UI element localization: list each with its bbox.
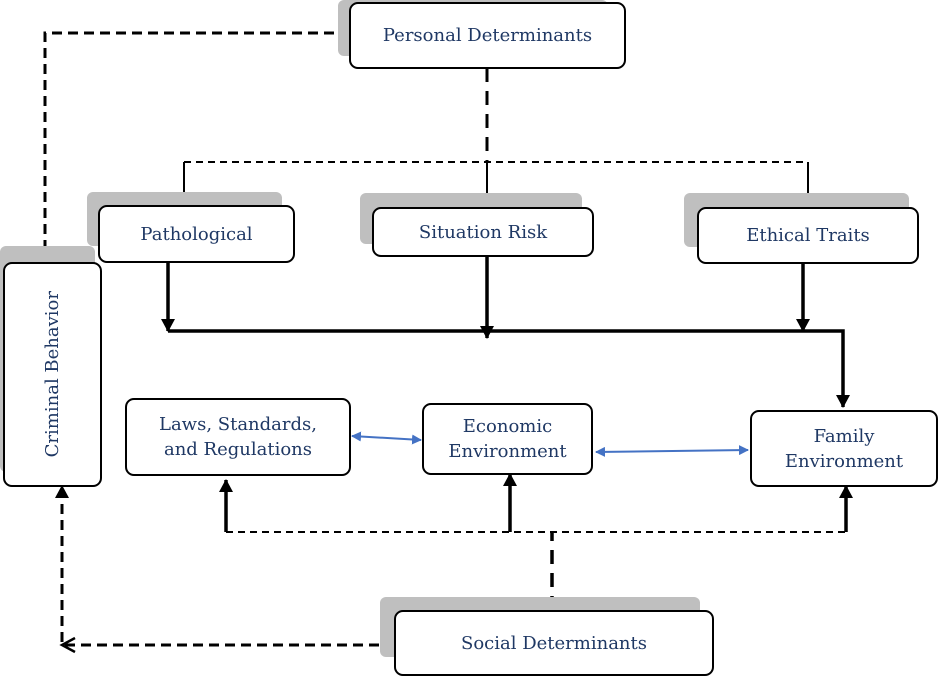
pathological-box: Pathological — [98, 205, 295, 263]
social-to-criminal-tip — [59, 636, 76, 654]
ethical-traits-label: Ethical Traits — [746, 225, 870, 246]
laws-standards-label-line2: and Regulations — [163, 439, 313, 460]
pathological-label: Pathological — [140, 223, 253, 245]
social-determinants-box: Social Determinants — [394, 610, 714, 676]
situation-risk-label: Situation Risk — [418, 221, 548, 243]
family-environment-label-line2: Environment — [784, 450, 904, 472]
laws-standards-label-line1: Laws, Standards, — [158, 414, 317, 435]
criminal-behavior-box: Criminal Behavior — [3, 262, 102, 487]
social-to-criminal-arrow — [55, 485, 395, 647]
ethical-traits-box: Ethical Traits — [697, 207, 919, 264]
economic-environment-label-line1: Economic — [462, 416, 553, 437]
economic-family-bidirectional-arrow — [595, 445, 749, 457]
personal-determinants-label: Personal Determinants — [382, 25, 593, 46]
situation-risk-box: Situation Risk — [372, 207, 594, 257]
collector-to-family-arrow — [168, 329, 850, 408]
laws-economic-bidirectional-arrow — [351, 431, 422, 445]
economic-environment-box: Economic Environment — [422, 403, 593, 475]
social-determinants-label: Social Determinants — [460, 632, 647, 654]
laws-standards-box: Laws, Standards, and Regulations — [125, 398, 351, 476]
family-environment-label-line1: Family — [813, 425, 875, 447]
economic-environment-label-line2: Environment — [448, 441, 567, 462]
personal-to-criminal-arrow — [38, 31, 350, 259]
criminal-behavior-label: Criminal Behavior — [42, 291, 63, 458]
family-environment-box: Family Environment — [750, 410, 938, 487]
personal-determinants-box: Personal Determinants — [349, 2, 626, 69]
